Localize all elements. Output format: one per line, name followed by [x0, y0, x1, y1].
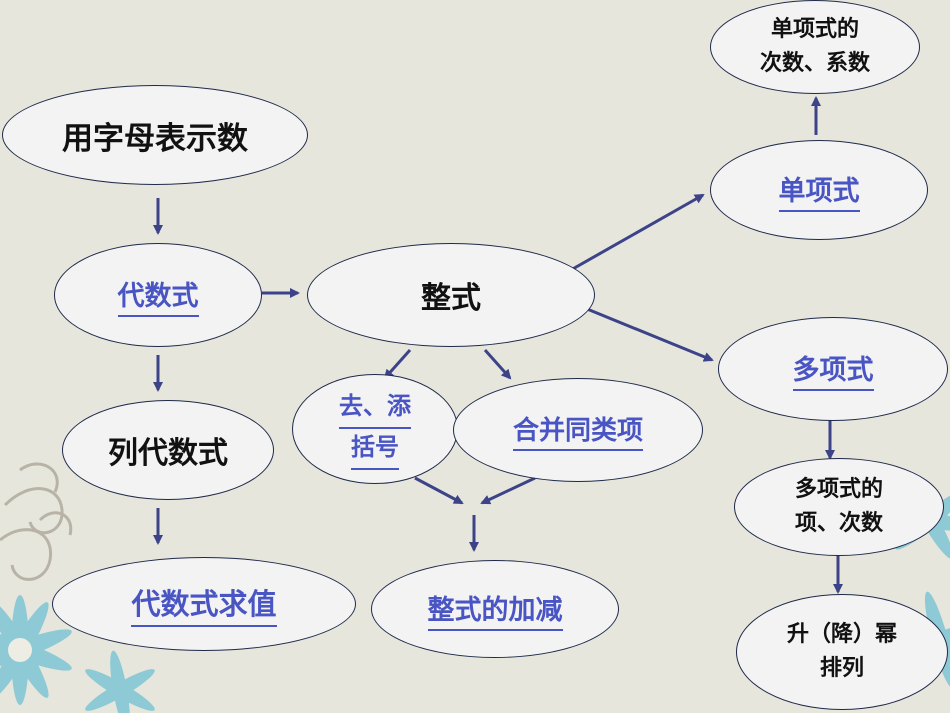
node-qu-tian-line2[interactable]: 括号: [351, 429, 399, 471]
node-duoxiangshi-label[interactable]: 多项式: [792, 348, 874, 391]
arrow-qutian-to-jiajian: [414, 476, 464, 505]
node-qu-tian-line1[interactable]: 去、添: [339, 388, 411, 429]
node-danxiangshi-cishu-line1: 单项式的: [770, 16, 859, 42]
node-daishushi[interactable]: 代数式: [54, 243, 262, 347]
node-zhengshi-label: 整式: [421, 281, 481, 316]
node-lie-daishushi: 列代数式: [62, 400, 274, 500]
node-danxiangshi[interactable]: 单项式: [710, 140, 928, 240]
arrow-hebing-to-jiajian: [480, 476, 536, 505]
node-duoxiangshi-xiang-line2: 项、次数: [794, 511, 883, 536]
node-duoxiangshi-xiang-cishu: 多项式的 项、次数: [734, 458, 944, 556]
node-danxiangshi-cishu-line2: 次数、系数: [759, 51, 870, 76]
arrow-zhengshi-to-hebing: [483, 349, 512, 380]
node-lie-daishushi-label: 列代数式: [108, 436, 228, 471]
node-duoxiangshi-xiang-line1: 多项式的: [794, 476, 883, 502]
flower-ornament-left: [0, 595, 155, 713]
node-zhengshi-jiajian[interactable]: 整式的加减: [371, 560, 619, 658]
node-daishushi-label[interactable]: 代数式: [117, 274, 199, 317]
node-yongzimu-biaoshishu: 用字母表示数: [2, 85, 308, 185]
node-yongzimu-label: 用字母表示数: [62, 120, 248, 157]
node-shengjiang-pailie: 升（降）幂 排列: [736, 594, 948, 710]
node-hebing-tongleixiang[interactable]: 合并同类项: [453, 378, 703, 482]
node-duoxiangshi[interactable]: 多项式: [718, 317, 948, 421]
node-daishushi-qiuzhi-label[interactable]: 代数式求值: [131, 581, 277, 627]
node-zhengshi-jiajian-label[interactable]: 整式的加减: [427, 588, 563, 631]
node-danxiangshi-label[interactable]: 单项式: [778, 169, 860, 212]
node-daishushi-qiuzhi[interactable]: 代数式求值: [52, 557, 356, 651]
node-danxiangshi-cishu-xishu: 单项式的 次数、系数: [710, 0, 920, 94]
swirl-ornament: [0, 462, 73, 581]
node-zhengshi: 整式: [307, 243, 595, 347]
node-hebing-label[interactable]: 合并同类项: [512, 410, 643, 451]
node-qu-tian-kuohao[interactable]: 去、添 括号: [292, 374, 458, 484]
node-shengjiang-line2: 排列: [819, 656, 864, 681]
arrow-zhengshi-to-qutian: [383, 349, 412, 380]
node-shengjiang-line1: 升（降）幂: [786, 621, 897, 647]
